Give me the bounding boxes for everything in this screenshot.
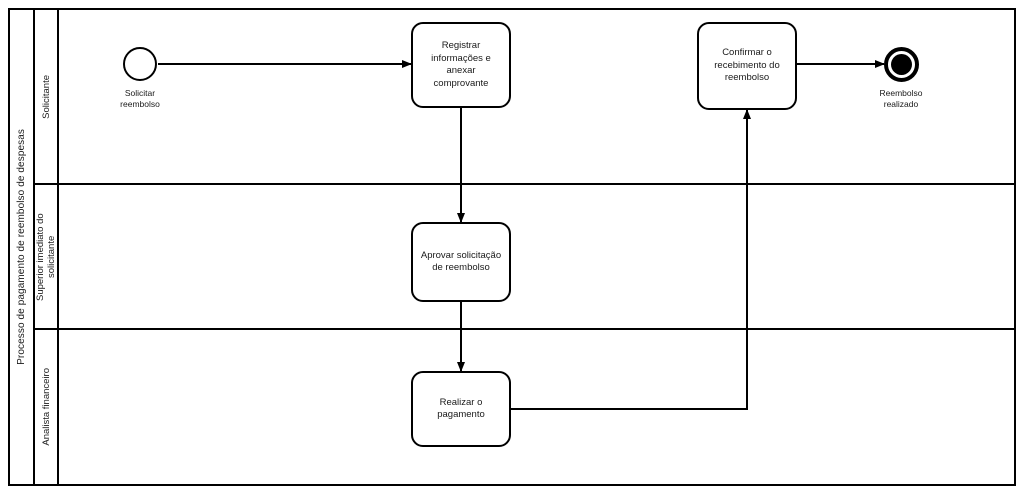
lane-analista-financeiro: Analista financeiro — [35, 328, 1014, 484]
end-event-fill — [891, 54, 912, 75]
start-event-solicitar-reembolso[interactable] — [123, 47, 157, 81]
lane-superior-imediato: Superior imediato do solicitante — [35, 183, 1014, 328]
lane-solicitante: Solicitante — [35, 10, 1014, 183]
pool-title: Processo de pagamento de reembolso de de… — [16, 129, 27, 365]
end-event-reembolso-realizado[interactable] — [884, 47, 919, 82]
task-registrar-informacoes[interactable]: Registrar informações e anexar comprovan… — [411, 22, 511, 108]
lane-header-solicitante: Solicitante — [35, 10, 59, 183]
task-realizar-pagamento[interactable]: Realizar o pagamento — [411, 371, 511, 447]
lane-header-superior-imediato: Superior imediato do solicitante — [35, 185, 59, 328]
task-confirmar-recebimento[interactable]: Confirmar o recebimento do reembolso — [697, 22, 797, 110]
lane-body-analista-financeiro — [59, 330, 1014, 484]
end-event-label: Reembolso realizado — [879, 88, 923, 109]
lane-label-analista-financeiro: Analista financeiro — [40, 368, 52, 446]
lane-label-solicitante: Solicitante — [40, 74, 52, 119]
lane-label-superior-imediato: Superior imediato do solicitante — [35, 212, 57, 301]
lane-header-analista-financeiro: Analista financeiro — [35, 330, 59, 484]
pool-header: Processo de pagamento de reembolso de de… — [10, 10, 35, 484]
lane-body-superior-imediato — [59, 185, 1014, 328]
pool-processo-reembolso: Processo de pagamento de reembolso de de… — [8, 8, 1016, 486]
lane-container: Solicitante Superior imediato do solicit… — [35, 10, 1014, 484]
task-aprovar-solicitacao[interactable]: Aprovar solicitação de reembolso — [411, 222, 511, 302]
start-event-label: Solicitar reembolso — [120, 88, 160, 109]
